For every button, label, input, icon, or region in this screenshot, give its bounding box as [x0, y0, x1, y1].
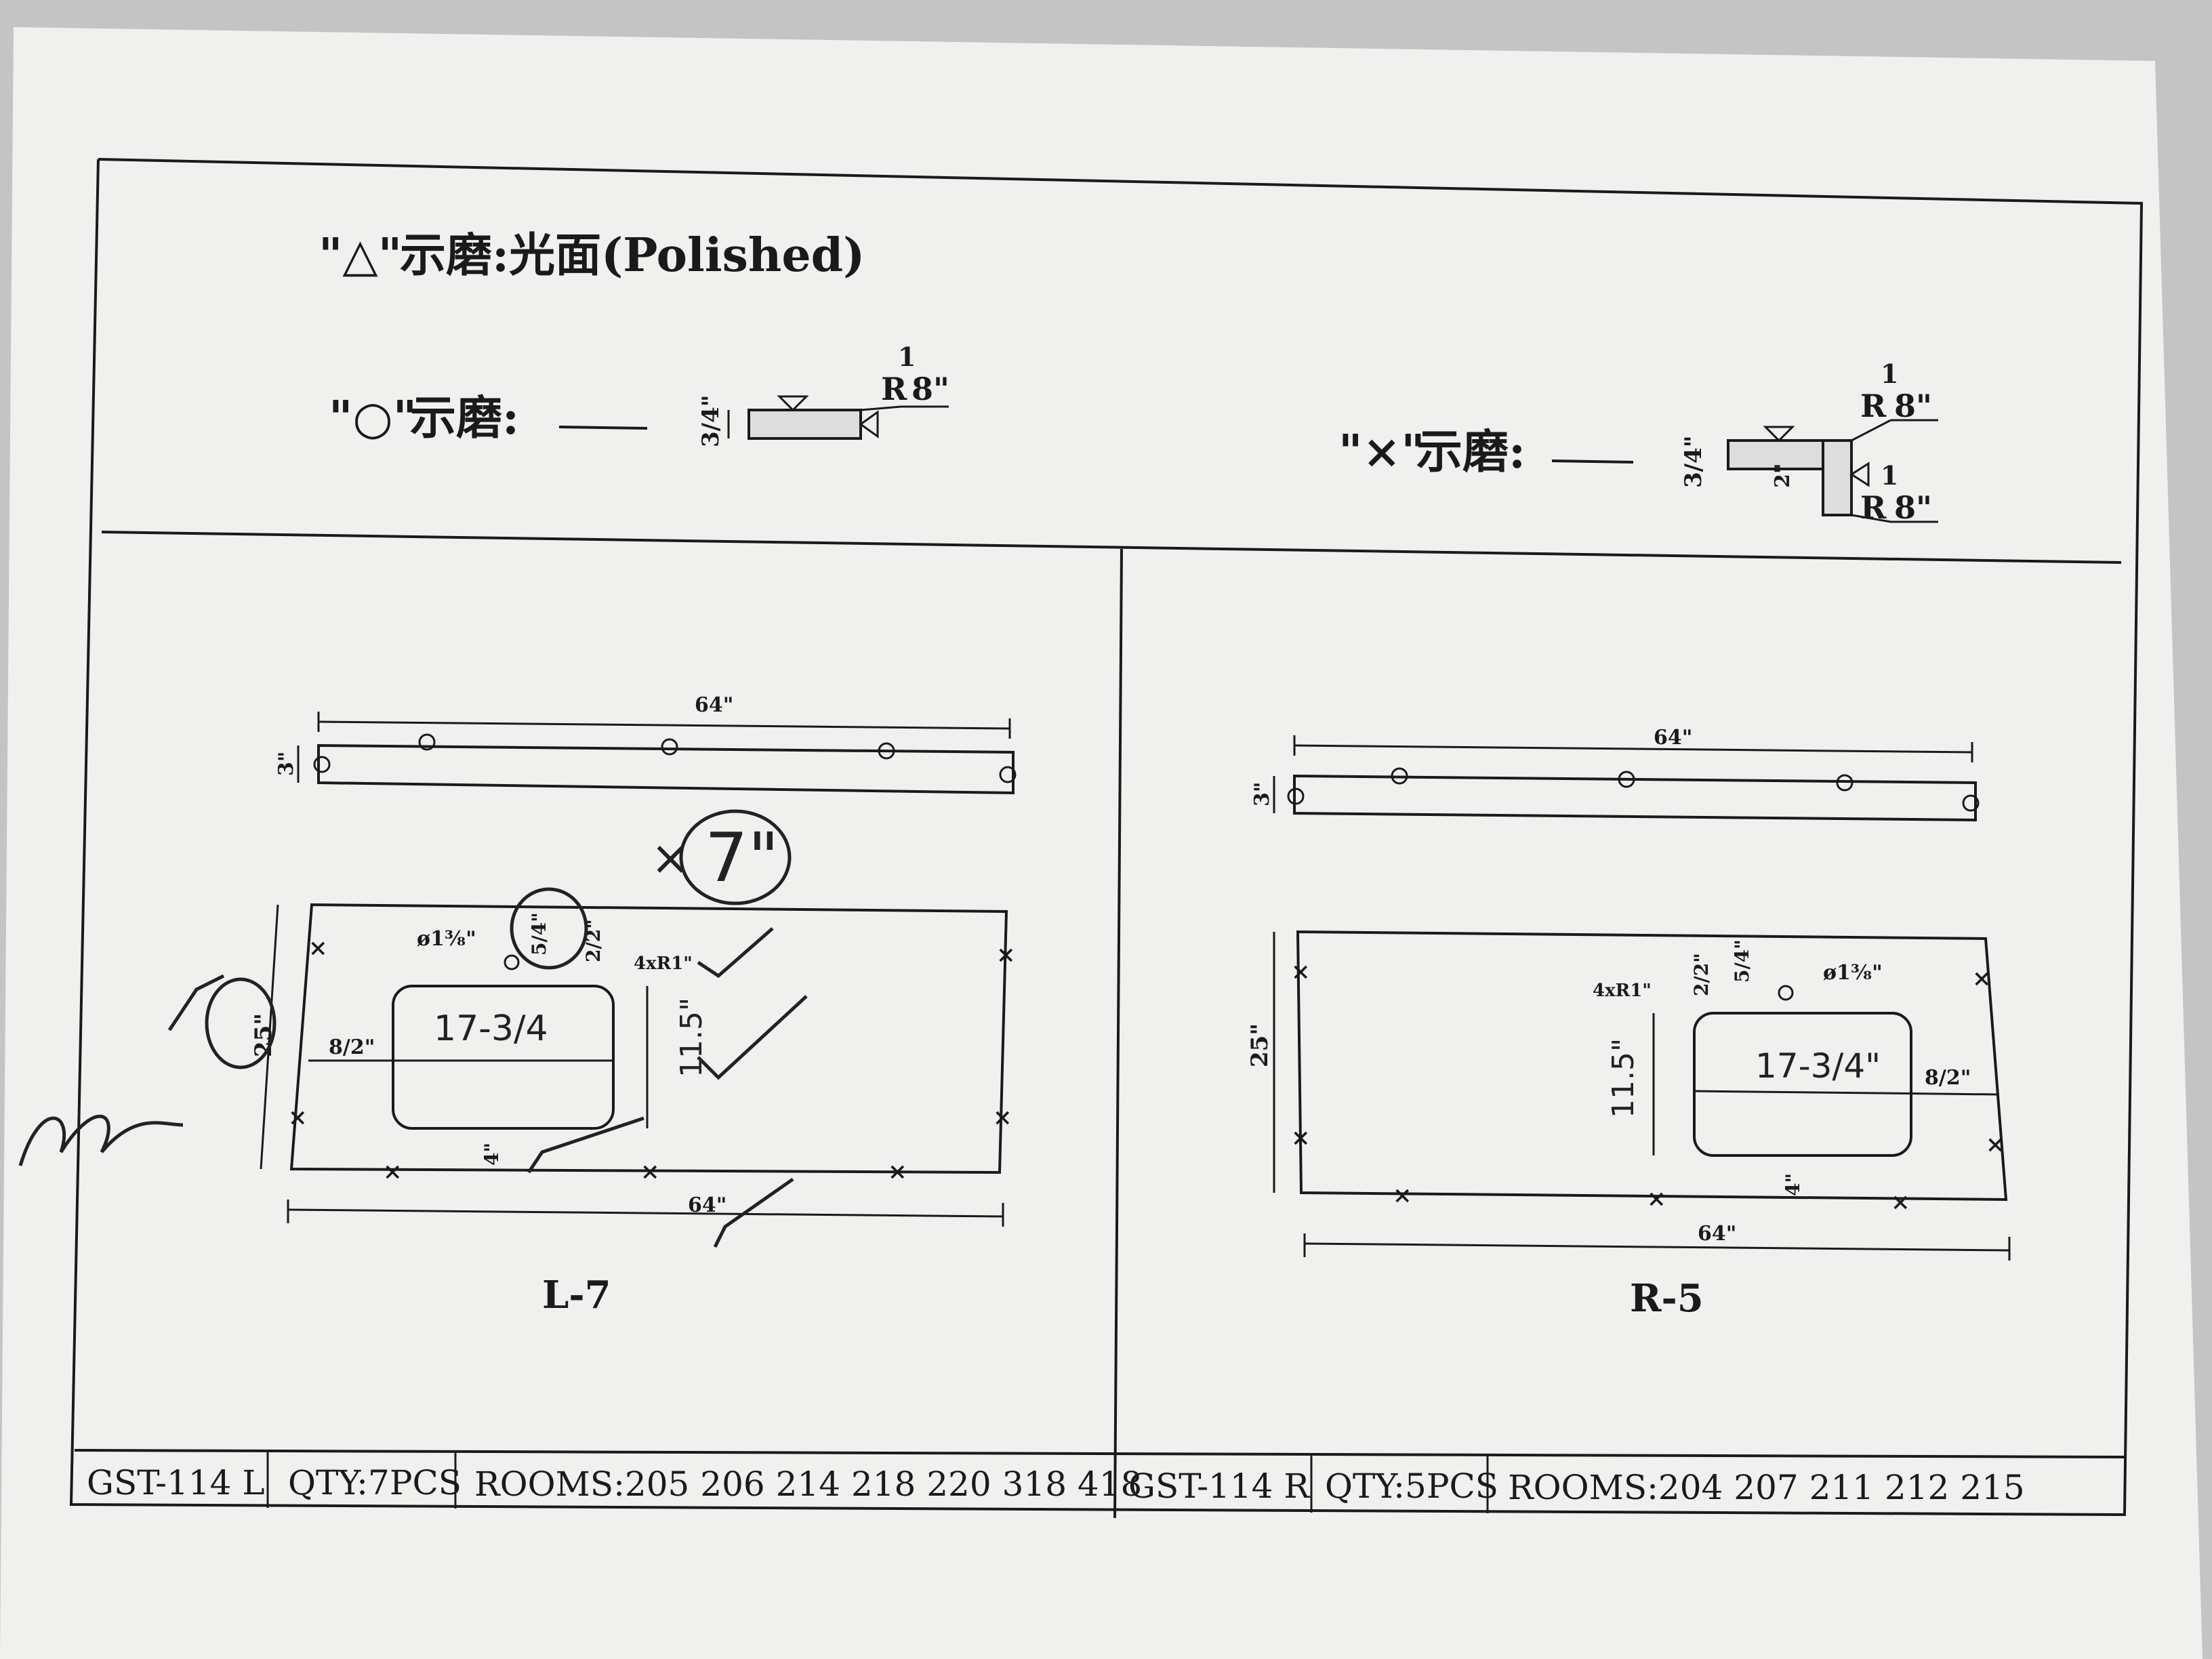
svg-text:×: ×: [1972, 965, 1992, 992]
svg-text:×: ×: [996, 941, 1016, 968]
legend-circle-symbol: "○": [329, 391, 417, 445]
edge-profile-cross: 3/4" 2" R 1 8" R 1 8": [1680, 359, 1938, 526]
left-sink-depth: 11.5": [674, 998, 709, 1078]
handwritten-x: ×: [651, 830, 691, 886]
svg-text:×: ×: [1986, 1131, 2005, 1158]
edge-profile-circle: 3/4" R 1 8": [697, 342, 949, 447]
right-sink-depth: 11.5": [1606, 1038, 1641, 1118]
cross-thickness: 3/4": [1680, 436, 1707, 488]
cross-drop: 2": [1771, 463, 1795, 488]
svg-text:×: ×: [288, 1104, 308, 1131]
cross-radius-bottom-num: 1: [1881, 460, 1898, 491]
left-corner-radius: 4xR1": [634, 954, 693, 974]
cross-radius-bottom-den: 8": [1894, 489, 1932, 526]
legend-circle-text: 示磨:: [410, 391, 519, 445]
left-bottom-width: 64": [688, 1193, 726, 1217]
handwritten-circle: [679, 809, 792, 905]
svg-text:×: ×: [1291, 958, 1311, 985]
cross-radius-top-den: 8": [1894, 388, 1932, 424]
right-strip-length: 64": [1654, 726, 1692, 750]
svg-text:×: ×: [383, 1158, 403, 1185]
signature: [18, 1114, 184, 1166]
right-hole-size: ø1³⁄₈": [1823, 961, 1883, 985]
header-divider: [101, 531, 2122, 564]
svg-text:×: ×: [1393, 1182, 1412, 1209]
right-side-offset: 8/2": [1925, 1066, 1971, 1090]
left-strip-height: 3": [274, 751, 298, 776]
right-sink-width: 17-3/4": [1755, 1046, 1881, 1086]
right-back-offset: 2/2": [1690, 953, 1713, 996]
legend-cross-text: 示磨:: [1416, 425, 1525, 479]
left-hole-offset: 5/4": [528, 912, 550, 956]
right-hole-offset: 5/4": [1731, 939, 1753, 983]
left-front-offset: 4": [480, 1143, 503, 1166]
left-model: GST-114 L: [87, 1463, 265, 1502]
svg-text:×: ×: [1647, 1185, 1666, 1212]
svg-text:×: ×: [888, 1158, 907, 1185]
right-corner-radius: 4xR1": [1593, 981, 1652, 1001]
left-sink-cutout: [392, 985, 615, 1130]
panel-divider: [1113, 548, 1123, 1519]
svg-text:×: ×: [1891, 1189, 1910, 1216]
legend-polished-text: 示磨:光面(Polished): [400, 228, 865, 283]
right-backsplash: [1293, 774, 1977, 822]
left-countertop-drawing: 64" 3" 25" ø1³⁄₈" 5/4" 2/2" 4xR1" 8/2" 1…: [18, 693, 1017, 1317]
left-side-offset: 8/2": [329, 1036, 375, 1059]
right-bottom-width: 64": [1698, 1222, 1736, 1246]
right-countertop: [1296, 930, 2008, 1202]
left-sink-width: 17-3/4: [434, 1008, 548, 1049]
left-strip-length: 64": [695, 693, 733, 717]
circle-radius-num: 1: [898, 342, 916, 372]
cross-radius-top-r: R: [1860, 388, 1887, 424]
left-drawing-name: L-7: [542, 1273, 611, 1317]
right-qty: QTY:5PCS: [1325, 1467, 1498, 1506]
legend-cross-symbol: "×": [1338, 425, 1425, 479]
cross-radius-bottom-r: R: [1860, 489, 1887, 526]
right-front-offset: 4": [1782, 1173, 1804, 1196]
circle-thickness: 3/4": [697, 395, 724, 447]
right-model: GST-114 R: [1128, 1467, 1310, 1506]
left-qty: QTY:7PCS: [288, 1463, 462, 1502]
cross-radius-top-num: 1: [1881, 359, 1898, 389]
right-rooms: ROOMS:204 207 211 212 215: [1508, 1468, 2025, 1507]
left-rooms: ROOMS:205 206 214 218 220 318 418: [474, 1465, 1142, 1504]
circle-radius-den: 8": [912, 371, 949, 407]
right-countertop-drawing: 64" 3" 25" ø1³⁄₈" 5/4" 2/2" 4xR1" 8/2" 1…: [1246, 726, 2011, 1321]
outer-frame: [69, 158, 2144, 1517]
footer-divider: [74, 1449, 2125, 1458]
right-depth: 25": [1246, 1023, 1273, 1067]
svg-text:×: ×: [640, 1158, 660, 1185]
right-sink-cutout: [1693, 1012, 1912, 1157]
svg-text:×: ×: [308, 935, 328, 962]
paper: [0, 27, 2203, 1659]
svg-text:×: ×: [993, 1104, 1012, 1131]
handwritten-note: 7": [705, 818, 779, 897]
circle-radius-r: R: [881, 371, 907, 407]
right-strip-height: 3": [1250, 781, 1274, 806]
left-hole-size: ø1³⁄₈": [417, 927, 476, 951]
right-drawing-name: R-5: [1630, 1276, 1704, 1321]
legend-polished-symbol: "△": [319, 228, 402, 283]
left-countertop: [289, 903, 1008, 1174]
svg-text:×: ×: [1291, 1124, 1311, 1151]
